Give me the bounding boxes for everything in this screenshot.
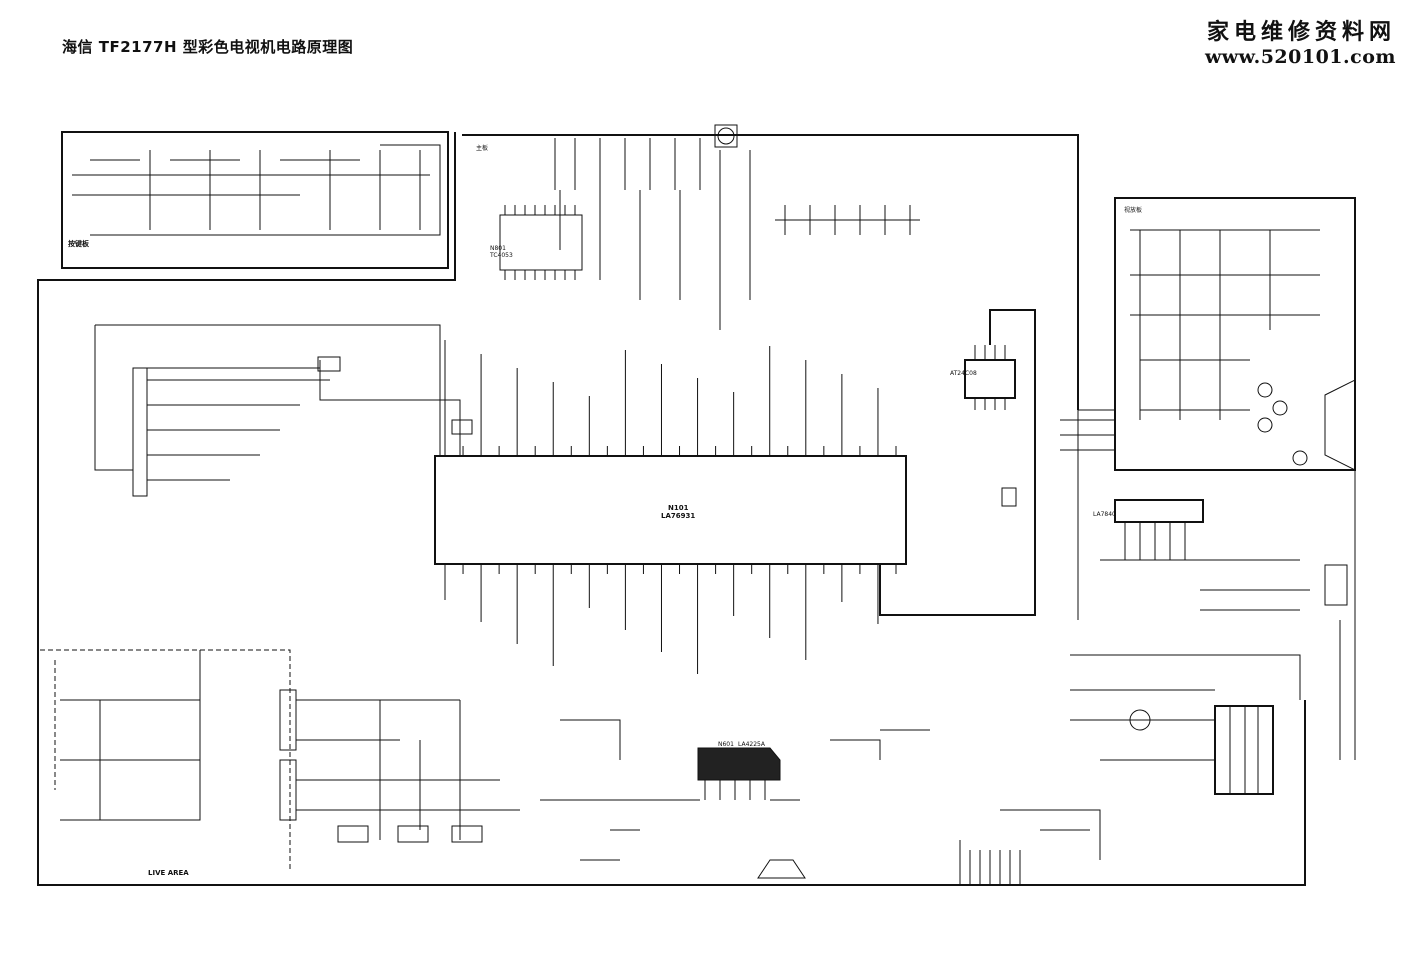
decoder-ref: N801 — [490, 245, 506, 252]
av-connectors — [554, 124, 751, 330]
main-ic-part: LA76931 — [661, 512, 695, 520]
key-ladder — [775, 205, 920, 235]
bottom-connector — [959, 840, 1021, 885]
abl-wires — [1000, 809, 1101, 860]
decoder-part: TC4053 — [489, 252, 513, 259]
page-title: 海信 TF2177H 型彩色电视机电路原理图 — [62, 38, 354, 56]
eeprom-ic: AT24C08 — [879, 309, 1036, 616]
decoder-ic: N801 TC4053 — [489, 205, 583, 280]
crystal — [1001, 487, 1017, 507]
audio-ic-part: LA4225A — [738, 741, 766, 748]
live-area-label: LIVE AREA — [148, 869, 189, 877]
power-supply: LIVE AREA — [40, 649, 520, 877]
watermark-site-name: 家电维修资料网 — [1206, 19, 1396, 45]
main-board-label: 主板 — [476, 144, 488, 152]
video-board: 视放板 — [1114, 197, 1356, 471]
main-board-frame — [462, 134, 1079, 410]
rgb-wires — [1060, 409, 1115, 451]
watermark-site-url: www.520101.com — [1204, 46, 1396, 68]
key-board-block: 按键板 — [61, 131, 449, 269]
key-board-label: 按键板 — [68, 239, 90, 248]
tuner-section — [94, 324, 461, 497]
audio-ic-ref: N601 — [718, 741, 734, 748]
main-ic-ref: N101 — [668, 504, 689, 512]
main-ic-pins — [444, 446, 897, 574]
right-trunk — [1077, 410, 1356, 760]
eeprom-part: AT24C08 — [950, 370, 977, 377]
flyback-section — [1070, 654, 1301, 795]
saw-filter — [451, 419, 473, 435]
ic-signal-wires — [444, 340, 879, 674]
sound-amp-wires — [830, 729, 930, 760]
main-ic: N101 LA76931 — [434, 455, 907, 565]
vertical-ic-part: LA7840 — [1093, 511, 1116, 518]
audio-switch-wires — [560, 719, 640, 861]
vertical-ic: LA7840 — [1093, 499, 1348, 611]
outer-frame-left — [37, 132, 1306, 886]
audio-ic: N601 LA4225A — [540, 741, 806, 879]
video-board-label: 视放板 — [1124, 206, 1142, 214]
